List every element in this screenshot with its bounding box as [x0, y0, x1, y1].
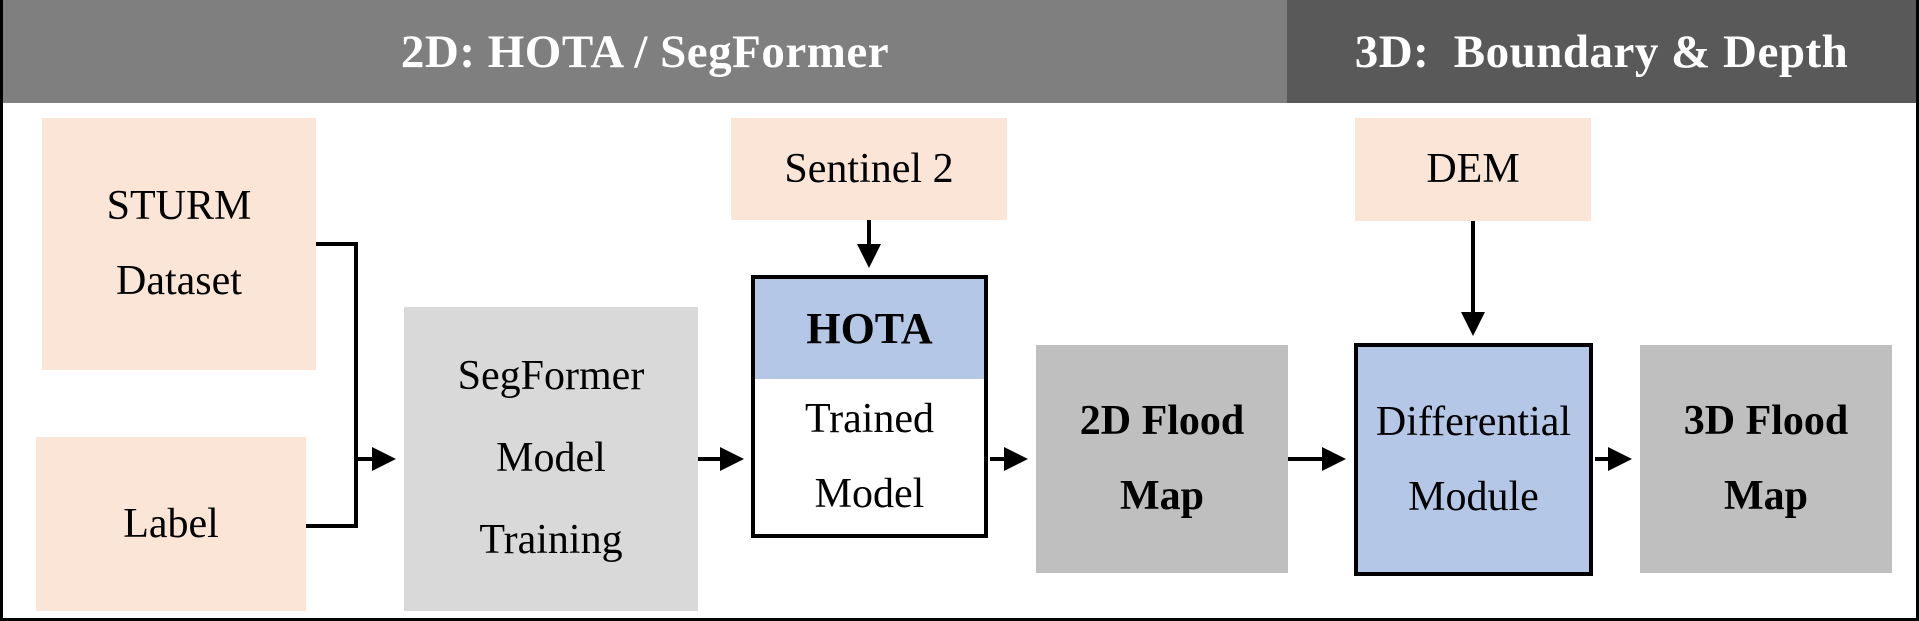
flood3d-line2: Map — [1724, 473, 1808, 519]
sentinel2-node: Sentinel 2 — [731, 118, 1007, 220]
header-2d-title: 2D: HOTA / SegFormer — [400, 25, 890, 78]
flood-map-2d-node: 2D Flood Map — [1036, 345, 1288, 573]
segformer-line3: Training — [479, 516, 623, 563]
label-connector — [306, 459, 358, 528]
differential-line1: Differential — [1375, 398, 1572, 445]
sentinel2-text: Sentinel 2 — [784, 145, 954, 192]
sturm-connector — [316, 242, 358, 459]
differential-line2: Module — [1408, 473, 1539, 520]
sturm-dataset-node: STURM Dataset — [42, 118, 316, 370]
sturm-line2: Dataset — [116, 258, 242, 304]
label-node: Label — [36, 437, 306, 611]
segformer-line2: Model — [496, 435, 606, 482]
dem-text: DEM — [1426, 146, 1520, 193]
header-2d: 2D: HOTA / SegFormer — [3, 0, 1287, 103]
dem-node: DEM — [1355, 118, 1591, 221]
header-3d: 3D: Boundary & Depth — [1287, 0, 1916, 103]
hota-node: HOTA — [751, 275, 988, 383]
hota-text: HOTA — [806, 303, 933, 353]
label-text: Label — [123, 500, 219, 547]
flood2d-line1: 2D Flood — [1079, 398, 1245, 445]
segformer-line1: SegFormer — [457, 353, 645, 400]
trained-model-node: Trained Model — [751, 379, 988, 538]
flood3d-line1: 3D Flood — [1683, 398, 1849, 445]
sturm-line1: STURM — [106, 183, 252, 230]
flood-map-3d-node: 3D Flood Map — [1640, 345, 1892, 573]
trained-line2: Model — [814, 470, 925, 517]
segformer-training-node: SegFormer Model Training — [404, 307, 698, 611]
trained-line1: Trained — [804, 395, 935, 442]
header-3d-title: 3D: Boundary & Depth — [1354, 25, 1849, 78]
flood2d-line2: Map — [1120, 473, 1204, 519]
differential-module-node: Differential Module — [1354, 343, 1593, 576]
